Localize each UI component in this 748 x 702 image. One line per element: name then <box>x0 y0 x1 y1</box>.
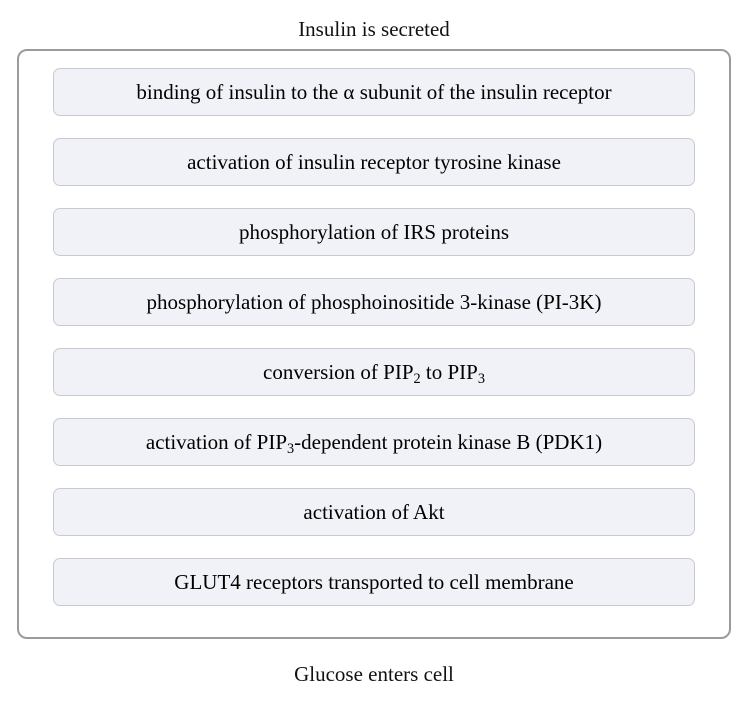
step-label: binding of insulin to the α subunit of t… <box>136 79 612 104</box>
step-label: phosphorylation of IRS proteins <box>238 219 510 244</box>
steps-list: binding of insulin to the α subunit of t… <box>53 68 695 606</box>
step-label: phosphorylation of phosphoinositide 3-ki… <box>146 289 602 314</box>
step-label: activation of insulin receptor tyrosine … <box>187 149 561 174</box>
step-box[interactable]: conversion of PIP2 to PIP3 <box>53 348 695 396</box>
step-label: GLUT4 receptors transported to cell memb… <box>174 569 574 594</box>
step-label: activation of PIP3-dependent protein kin… <box>145 429 603 457</box>
bottom-caption: Glucose enters cell <box>294 662 454 686</box>
top-caption: Insulin is secreted <box>298 17 450 41</box>
flow-steps-container: binding of insulin to the α subunit of t… <box>17 49 731 639</box>
step-box[interactable]: activation of insulin receptor tyrosine … <box>53 138 695 186</box>
step-label: activation of Akt <box>303 499 445 524</box>
step-box[interactable]: activation of PIP3-dependent protein kin… <box>53 418 695 466</box>
step-box[interactable]: phosphorylation of phosphoinositide 3-ki… <box>53 278 695 326</box>
step-box[interactable]: GLUT4 receptors transported to cell memb… <box>53 558 695 606</box>
step-label: conversion of PIP2 to PIP3 <box>263 359 485 387</box>
step-box[interactable]: phosphorylation of IRS proteins <box>53 208 695 256</box>
step-box[interactable]: binding of insulin to the α subunit of t… <box>53 68 695 116</box>
step-box[interactable]: activation of Akt <box>53 488 695 536</box>
